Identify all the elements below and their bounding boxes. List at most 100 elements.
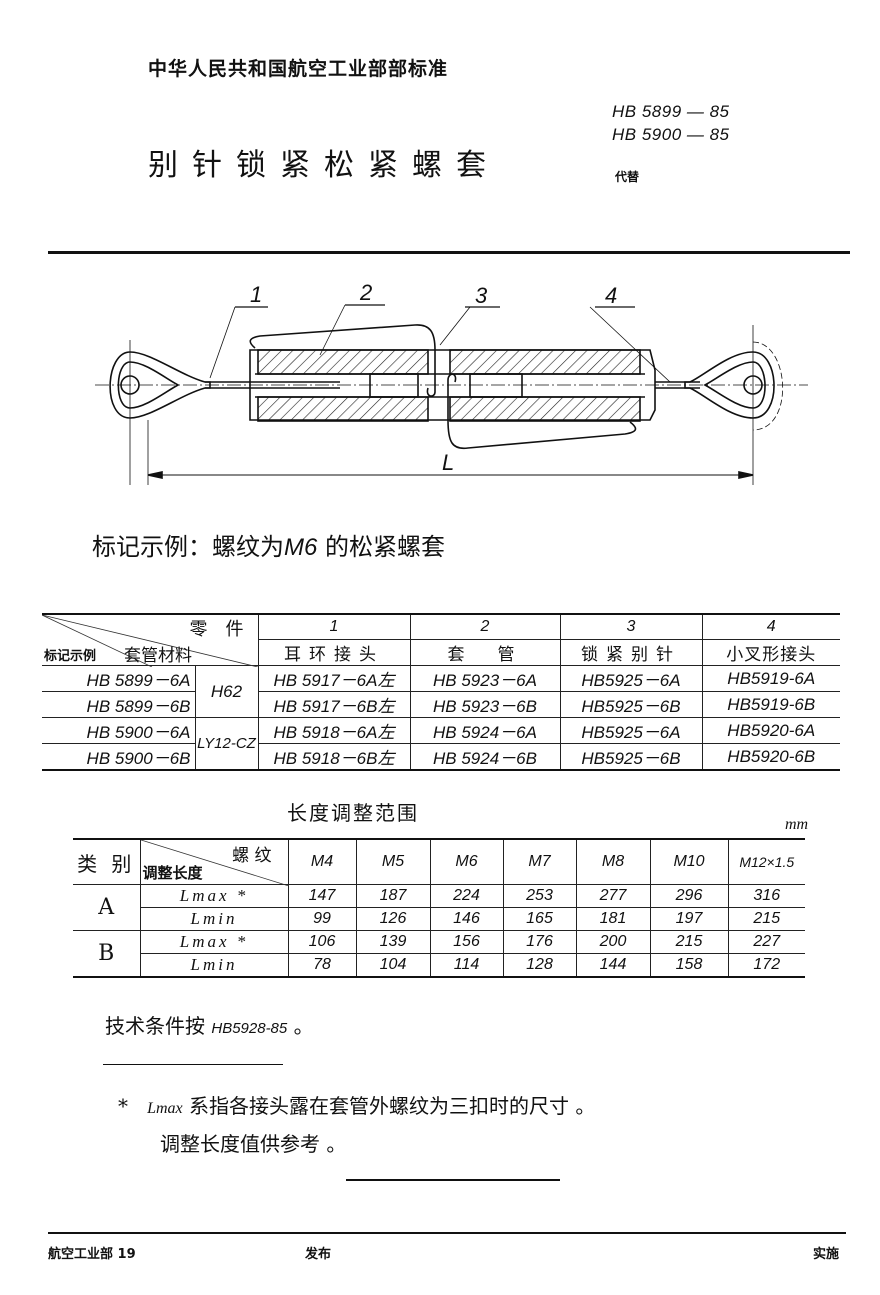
material-cell: LY12-CZ xyxy=(194,717,259,771)
value-cell: 156 xyxy=(429,930,504,954)
table-row: A Lmax * 147 187 224 253 277 296 316 xyxy=(73,884,805,931)
length-label: Lmin xyxy=(139,907,289,931)
col-name-2: 套 管 xyxy=(409,639,561,666)
footnote-star: * xyxy=(118,1094,128,1118)
corner-material-label: 套管材料 xyxy=(124,646,192,666)
header-divider xyxy=(48,251,850,254)
col-name-3: 锁紧别针 xyxy=(559,639,703,666)
col-number-2: 2 xyxy=(409,613,561,640)
value-cell: 215 xyxy=(727,907,805,931)
part-cell: HB 5924－6B xyxy=(409,743,561,771)
value-cell: 158 xyxy=(649,953,729,978)
part-cell: HB5920-6A xyxy=(701,717,840,744)
value-cell: 296 xyxy=(649,884,729,908)
table-row: HB 5900－6A LY12-CZ HB 5918－6A左 HB 5924－6… xyxy=(42,717,840,771)
value-cell: 146 xyxy=(429,907,504,931)
corner-length-label: 调整长度 xyxy=(142,864,203,882)
length-table: 类 别 螺 纹 调整长度 M4 M5 M6 M7 M8 M10 M12×1.5 … xyxy=(73,838,805,978)
thread-header: M6 xyxy=(429,838,504,885)
thread-header: M7 xyxy=(502,838,577,885)
footer-issuer: 航空工业部 19 xyxy=(48,1247,136,1262)
table-row: HB 5899－6A H62 HB 5917－6A左 HB 5923－6A HB… xyxy=(42,665,840,718)
part-label-3: 3 xyxy=(475,283,488,308)
value-cell: 181 xyxy=(575,907,651,931)
table-row: B Lmax * 106 139 156 176 200 215 227 xyxy=(73,930,805,978)
value-cell: 197 xyxy=(649,907,729,931)
thread-header: M10 xyxy=(649,838,729,885)
marking-example-suffix: 的松紧螺套 xyxy=(317,533,445,561)
value-cell: 99 xyxy=(287,907,357,931)
mark-cell: HB 5900－6A xyxy=(42,717,196,744)
thread-header: M5 xyxy=(355,838,431,885)
length-corner-header: 螺 纹 调整长度 xyxy=(139,838,289,886)
value-cell: 172 xyxy=(727,953,805,978)
part-cell: HB5925－6B xyxy=(559,743,703,771)
value-cell: 78 xyxy=(287,953,357,978)
thread-header: M8 xyxy=(575,838,651,885)
end-divider xyxy=(346,1179,560,1181)
length-table-title: 长度调整范围 xyxy=(287,801,419,825)
marking-example-thread: M6 xyxy=(284,534,318,561)
length-label: Lmax * xyxy=(139,884,289,908)
value-cell: 104 xyxy=(355,953,431,978)
replaces-label: 代替 xyxy=(615,170,640,184)
col-number-1: 1 xyxy=(257,613,411,640)
standard-code-2: HB 5900 — 85 xyxy=(612,125,730,144)
value-cell: 147 xyxy=(287,884,357,908)
parts-table: 零 件 套管材料 标记示例 1 2 3 4 耳环接头 套 管 锁紧别针 小叉形接… xyxy=(42,613,840,771)
value-cell: 165 xyxy=(502,907,577,931)
standard-code-1: HB 5899 — 85 xyxy=(612,102,730,121)
part-cell: HB 5923－6A xyxy=(409,665,561,692)
thread-header: M4 xyxy=(287,838,357,885)
part-cell: HB 5918－6B左 xyxy=(257,743,411,771)
category-header: 类 别 xyxy=(73,838,141,885)
technical-prefix: 技术条件按 xyxy=(105,1014,212,1038)
footnote-line-2: 调整长度值供参考 。 xyxy=(160,1132,347,1156)
value-cell: 224 xyxy=(429,884,504,908)
material-cell: H62 xyxy=(194,665,259,718)
col-name-4: 小叉形接头 xyxy=(701,639,840,666)
part-cell: HB5925－6B xyxy=(559,691,703,718)
footnote-divider xyxy=(103,1064,283,1065)
mark-cell: HB 5899－6B xyxy=(42,691,196,718)
marking-example: 标记示例：螺纹为M6 的松紧螺套 xyxy=(92,527,445,562)
length-label: Lmax * xyxy=(139,930,289,954)
footer-divider xyxy=(48,1232,846,1234)
page-title: 别针锁紧松紧螺套 xyxy=(148,148,500,183)
value-cell: 277 xyxy=(575,884,651,908)
part-label-4: 4 xyxy=(605,283,617,308)
value-cell: 187 xyxy=(355,884,431,908)
corner-thread-label: 螺 纹 xyxy=(232,846,272,866)
col-name-1: 耳环接头 xyxy=(257,639,411,666)
parts-corner-header: 零 件 套管材料 标记示例 xyxy=(42,613,259,667)
mark-cell: HB 5900－6B xyxy=(42,743,196,771)
value-cell: 176 xyxy=(502,930,577,954)
col-number-3: 3 xyxy=(559,613,703,640)
value-cell: 200 xyxy=(575,930,651,954)
footnote-line-1: * Lmax 系指各接头露在套管外螺纹为三扣时的尺寸 。 xyxy=(118,1090,595,1119)
value-cell: 253 xyxy=(502,884,577,908)
category-cell: B xyxy=(73,930,141,978)
part-cell: HB 5918－6A左 xyxy=(257,717,411,744)
footer-published: 发布 xyxy=(305,1247,332,1262)
dimension-label-l: L xyxy=(442,450,454,475)
marking-example-prefix: 标记示例：螺纹为 xyxy=(92,533,284,561)
mark-cell: HB 5899－6A xyxy=(42,665,196,692)
footnote-term: Lmax xyxy=(147,1100,183,1117)
value-cell: 128 xyxy=(502,953,577,978)
footer-effective: 实施 xyxy=(813,1247,840,1262)
value-cell: 215 xyxy=(649,930,729,954)
part-cell: HB 5923－6B xyxy=(409,691,561,718)
part-cell: HB 5917－6A左 xyxy=(257,665,411,692)
value-cell: 144 xyxy=(575,953,651,978)
value-cell: 126 xyxy=(355,907,431,931)
technical-suffix: 。 xyxy=(287,1014,314,1038)
part-cell: HB5925－6A xyxy=(559,665,703,692)
table-row: Lmin 99 126 146 165 181 197 215 xyxy=(73,907,805,931)
value-cell: 106 xyxy=(287,930,357,954)
part-cell: HB 5917－6B左 xyxy=(257,691,411,718)
footnote-text: 系指各接头露在套管外螺纹为三扣时的尺寸 。 xyxy=(182,1094,596,1118)
corner-parts-label: 零 件 xyxy=(189,619,244,640)
part-cell: HB5925－6A xyxy=(559,717,703,744)
technical-conditions-note: 技术条件按 HB5928-85 。 xyxy=(105,1010,314,1039)
